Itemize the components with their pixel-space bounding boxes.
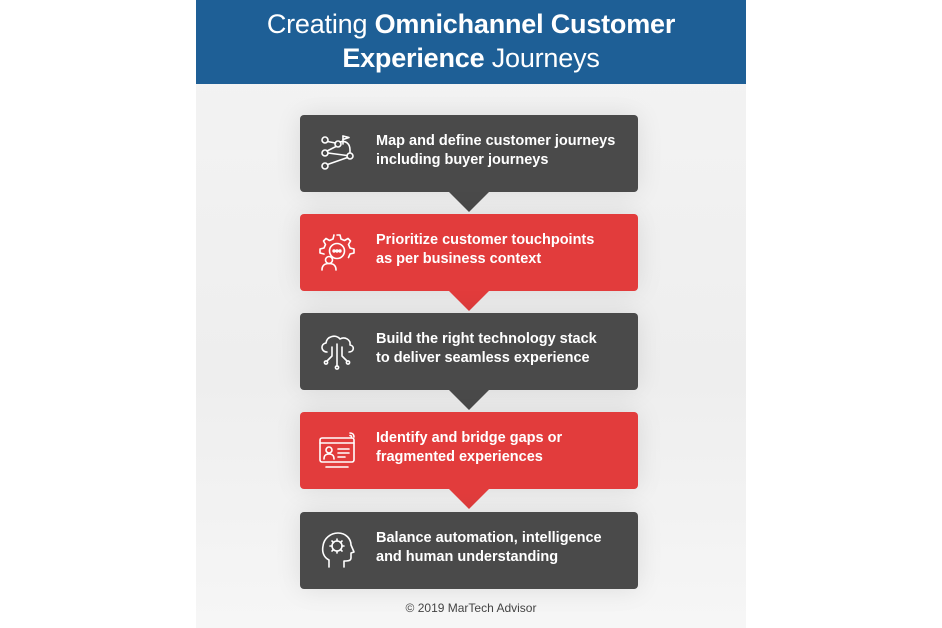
journey-map-icon: [316, 132, 358, 174]
title-line-2: Experience Journeys: [342, 43, 600, 73]
step-3-text: Build the right technology stack to deli…: [376, 331, 597, 366]
step-5-text: Balance automation, intelligence and hum…: [376, 530, 602, 565]
step-4-card: Identify and bridge gaps or fragmented e…: [300, 412, 638, 509]
step-1-text: Map and define customer journeys includi…: [376, 133, 616, 168]
step-4-text: Identify and bridge gaps or fragmented e…: [376, 430, 563, 465]
head-brain-icon: [316, 529, 358, 571]
copyright-footer: © 2019 MarTech Advisor: [405, 601, 537, 615]
step-2-card: Prioritize customer touchpoints as per b…: [300, 214, 638, 311]
step-5-card: Balance automation, intelligence and hum…: [300, 512, 638, 589]
profile-screen-icon: [316, 429, 358, 471]
step-3-card: Build the right technology stack to deli…: [300, 313, 638, 410]
step-1-card: Map and define customer journeys includi…: [300, 115, 638, 212]
cloud-network-icon: [316, 330, 358, 372]
step-2-text: Prioritize customer touchpoints as per b…: [376, 232, 595, 267]
infographic: Creating Omnichannel Customer Experience…: [196, 0, 746, 628]
gear-person-icon: [316, 231, 358, 273]
title-line-1: Creating Omnichannel Customer: [266, 9, 676, 39]
title-banner: Creating Omnichannel Customer Experience…: [196, 0, 746, 84]
